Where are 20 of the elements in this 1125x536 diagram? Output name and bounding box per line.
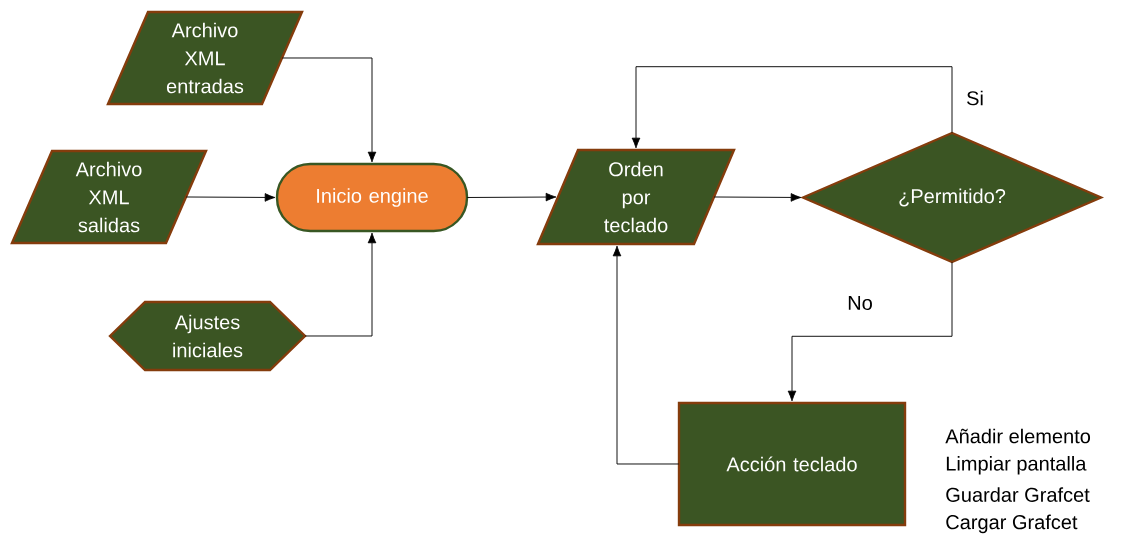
arrow: [304, 232, 377, 337]
terminal-pill: Inicio engine: [275, 162, 469, 233]
note-text: Guardar Grafcet: [946, 487, 1090, 502]
arrow: [612, 245, 680, 465]
data-parallelogram: Orden por teclado: [536, 148, 736, 246]
data-parallelogram: Archivo XML salidas: [10, 149, 208, 245]
preparation-hexagon: Ajustes iniciales: [108, 300, 307, 372]
arrow: [787, 261, 953, 402]
note-text: Añadir elemento: [945, 428, 1091, 444]
edge-label: No: [845, 294, 875, 312]
process-box: Acción teclado: [677, 401, 907, 527]
arrow: [466, 192, 557, 202]
arrow: [281, 57, 377, 163]
arrow: [631, 66, 953, 149]
arrow: [185, 193, 276, 202]
edge-label: Si: [964, 89, 986, 107]
arrow: [713, 193, 802, 202]
data-parallelogram: Archivo XML entradas: [106, 10, 304, 106]
note-text: Limpiar pantalla: [946, 456, 1087, 475]
note-text: Cargar Grafcet: [946, 514, 1078, 534]
